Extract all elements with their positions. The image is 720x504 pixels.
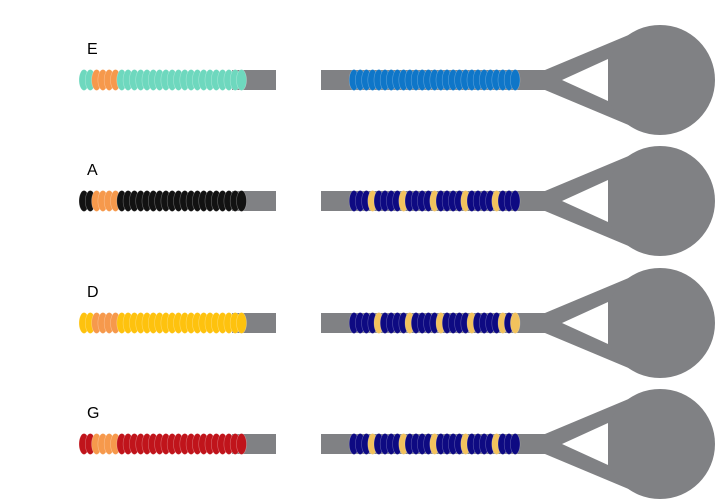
row-label: G (87, 405, 99, 422)
row-label: A (87, 162, 98, 179)
loop-head (605, 389, 715, 499)
loop-head (605, 25, 715, 135)
loop-head (605, 268, 715, 378)
row-d: D (78, 268, 715, 378)
left-bead (236, 69, 247, 91)
right-bead (510, 190, 521, 212)
right-bead (510, 433, 521, 455)
row-g: G (78, 389, 715, 499)
loop-hole (562, 423, 608, 465)
row-label: E (87, 41, 98, 58)
row-e: E (78, 25, 715, 135)
loop-head (605, 146, 715, 256)
row-label: D (87, 284, 99, 301)
rows-layer: E A D G (78, 25, 715, 499)
row-a: A (78, 146, 715, 256)
loop-hole (562, 180, 608, 222)
left-bead (236, 433, 247, 455)
right-bead (510, 69, 521, 91)
loop-hole (562, 59, 608, 101)
left-bead (236, 190, 247, 212)
right-bead (510, 312, 521, 334)
left-bead (236, 312, 247, 334)
loop-hole (562, 302, 608, 344)
